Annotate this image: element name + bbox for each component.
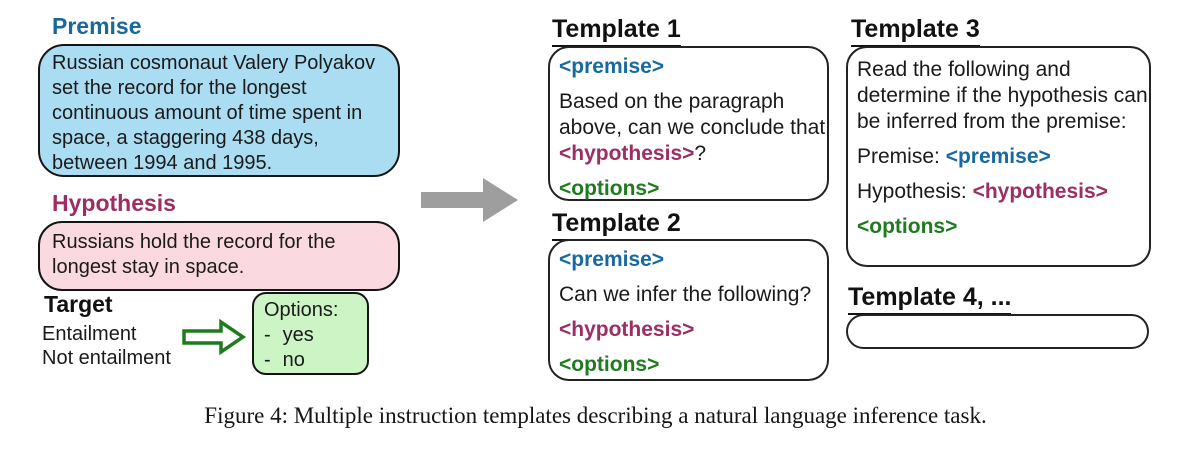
- options-placeholder: <options>: [559, 177, 660, 200]
- template-text: Premise:: [857, 145, 946, 168]
- text-line: Not entailment: [42, 347, 171, 369]
- text-line: continuous amount of time spent in: [52, 102, 363, 124]
- text-line: above, can we conclude that: [559, 115, 825, 141]
- hypothesis-label: Hypothesis: [52, 190, 176, 216]
- template-paragraph: Premise: <premise>: [857, 144, 1143, 170]
- text-line: Entailment: [42, 323, 137, 345]
- template-paragraph: Hypothesis: <hypothesis>: [857, 179, 1143, 205]
- options-box: Options: -yes -no: [252, 292, 369, 375]
- option-item: -no: [264, 348, 361, 373]
- text-line: longest stay in space.: [52, 256, 245, 278]
- text-line: <premise>: [559, 54, 821, 80]
- text-line: <options>: [559, 352, 821, 378]
- template-text: Read the following and: [857, 58, 1071, 81]
- hypothesis-box: Russians hold the record for the longest …: [38, 221, 400, 291]
- text-line: Russians hold the record for the: [52, 231, 336, 253]
- text-line: <options>: [559, 176, 821, 202]
- premise-label: Premise: [52, 13, 142, 39]
- template-text: Based on the paragraph: [559, 90, 785, 113]
- hypothesis-placeholder: <hypothesis>: [559, 318, 695, 341]
- template-paragraph: <options>: [559, 352, 821, 378]
- text-line: Premise: <premise>: [857, 144, 1143, 170]
- options-placeholder: <options>: [857, 215, 958, 238]
- text-line: set the record for the longest: [52, 77, 307, 99]
- options-title: Options:: [264, 299, 339, 321]
- template-paragraph: <options>: [857, 214, 1143, 240]
- template-paragraph: Based on the paragraph above, can we conc…: [559, 89, 825, 167]
- figure-caption: Figure 4: Multiple instruction templates…: [204, 403, 987, 428]
- text-line: be inferred from the premise:: [857, 109, 1143, 135]
- premise-placeholder: <premise>: [945, 145, 1051, 168]
- option-label: no: [282, 349, 305, 371]
- template-4-box: [846, 314, 1149, 349]
- text-line: Hypothesis: <hypothesis>: [857, 179, 1143, 205]
- template-text: Can we infer the following?: [559, 283, 812, 306]
- text-line: <premise>: [559, 247, 821, 273]
- template-3-title: Template 3: [851, 15, 980, 47]
- transform-arrow-icon: [421, 178, 518, 222]
- template-4-title: Template 4, ...: [848, 283, 1012, 315]
- template-1-box: <premise> Based on the paragraph above, ca…: [548, 46, 829, 201]
- template-3-box: Read the following and determine if the h…: [846, 46, 1151, 267]
- option-bullet: -: [264, 349, 271, 371]
- text-line: Can we infer the following?: [559, 282, 821, 308]
- template-text: Hypothesis:: [857, 180, 973, 203]
- options-placeholder: <options>: [559, 353, 660, 376]
- template-2-title: Template 2: [552, 209, 681, 241]
- template-text: determine if the hypothesis can: [857, 84, 1148, 107]
- text-line: determine if the hypothesis can: [857, 83, 1148, 109]
- template-paragraph: Read the following and determine if the h…: [857, 57, 1148, 135]
- hypothesis-placeholder: <hypothesis>: [972, 180, 1108, 203]
- text-line: <hypothesis>: [559, 317, 821, 343]
- premise-box: Russian cosmonaut Valery Polyakov set the…: [38, 44, 400, 177]
- text-line: <options>: [857, 214, 1143, 240]
- option-label: yes: [282, 324, 314, 346]
- template-text: above, can we conclude that: [559, 116, 826, 139]
- template-text: be inferred from the premise:: [857, 110, 1127, 133]
- template-paragraph: <premise>: [559, 247, 821, 273]
- template-text: ?: [694, 142, 707, 165]
- premise-text: Russian cosmonaut Valery Polyakov set the…: [52, 51, 390, 176]
- text-line: Russian cosmonaut Valery Polyakov: [52, 52, 376, 74]
- option-item: -yes: [264, 323, 361, 348]
- template-1-title: Template 1: [552, 15, 681, 47]
- option-bullet: -: [264, 324, 271, 346]
- target-to-options-arrow-icon: [182, 318, 247, 356]
- text-line: Based on the paragraph: [559, 89, 821, 115]
- text-line: between 1994 and 1995.: [52, 152, 273, 174]
- premise-placeholder: <premise>: [559, 248, 665, 271]
- template-paragraph: <options>: [559, 176, 821, 202]
- hypothesis-text: Russians hold the record for the longest …: [52, 230, 390, 280]
- template-paragraph: <premise>: [559, 54, 821, 80]
- text-line: Read the following and: [857, 57, 1143, 83]
- target-label: Target: [44, 291, 113, 317]
- template-2-box: <premise> Can we infer the following? <hyp…: [548, 239, 829, 381]
- premise-placeholder: <premise>: [559, 55, 665, 78]
- template-paragraph: Can we infer the following?: [559, 282, 821, 308]
- hypothesis-placeholder: <hypothesis>: [559, 142, 695, 165]
- text-line: <hypothesis>?: [559, 141, 821, 167]
- template-paragraph: <hypothesis>: [559, 317, 821, 343]
- text-line: space, a staggering 438 days,: [52, 127, 319, 149]
